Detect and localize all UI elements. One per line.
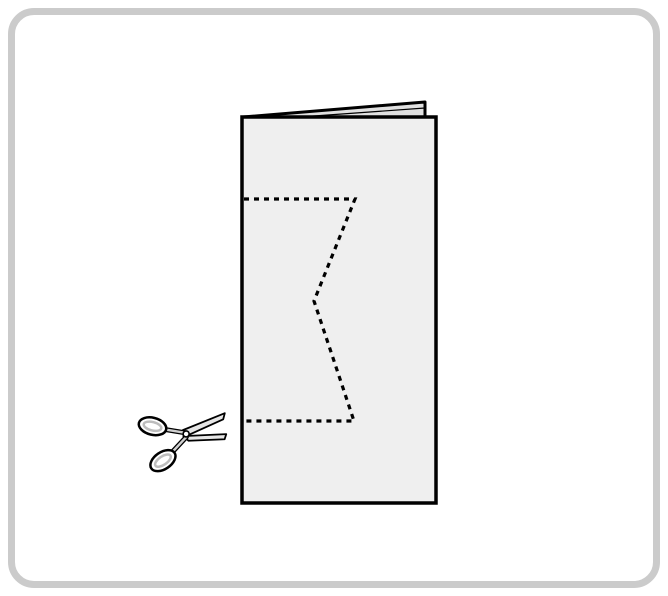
scissors-pivot bbox=[182, 430, 190, 438]
scissors-handle-upper bbox=[137, 416, 168, 437]
folded-paper bbox=[240, 115, 438, 505]
cut-line bbox=[244, 197, 358, 423]
scissors-icon bbox=[137, 412, 228, 473]
